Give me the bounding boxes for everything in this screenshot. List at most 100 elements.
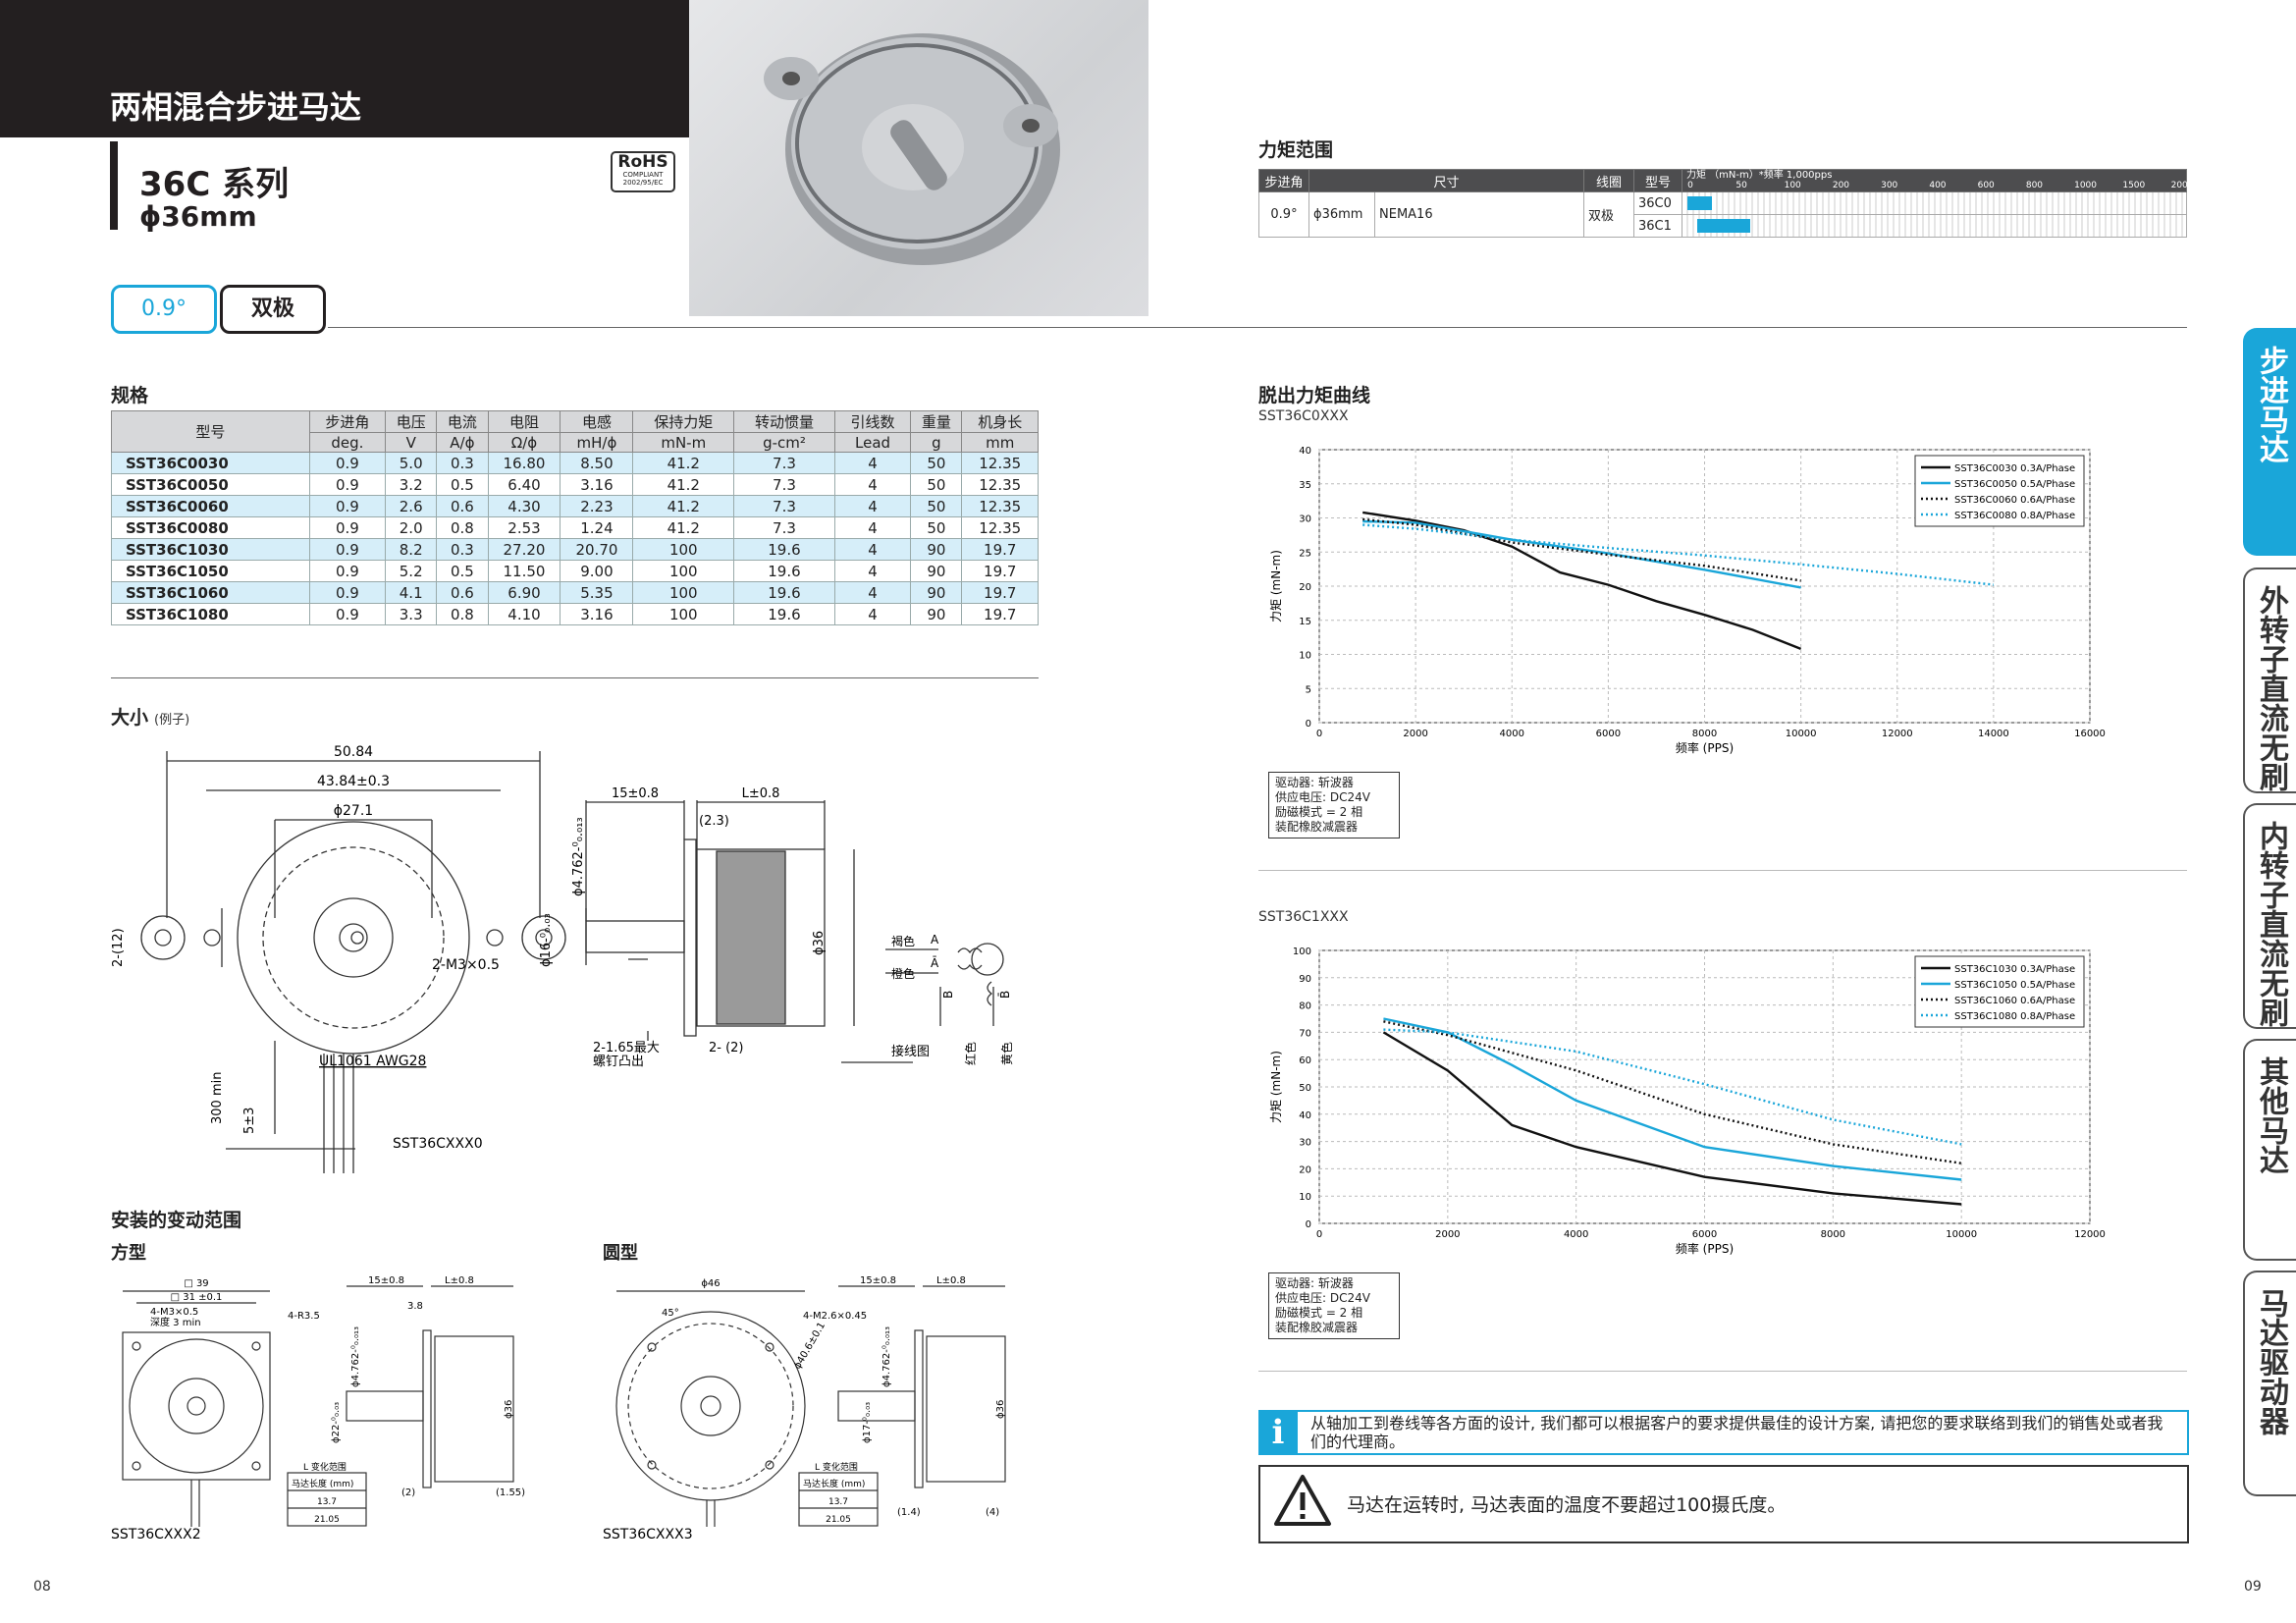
spec-cell: 7.3: [733, 495, 835, 517]
mount-label: L±0.8: [936, 1275, 966, 1286]
spec-cell: 50: [910, 452, 963, 474]
tab-other-motors[interactable]: 其他马达: [2243, 1039, 2296, 1261]
dim-label: 2-M3×0.5: [432, 957, 500, 973]
ltable-title: L 变化范围: [303, 1461, 347, 1473]
tr-bar: [1696, 219, 1751, 233]
header-divider: [328, 327, 2187, 328]
spec-col: 电感: [560, 410, 634, 433]
wiring-label: 接线图: [891, 1044, 930, 1059]
wire-phase: B̄: [998, 991, 1012, 999]
driver-note-1: 驱动器: 斩波器 供应电压: DC24V 励磁模式 = 2 相 装配橡胶减震器: [1268, 772, 1400, 839]
spec-cell: 90: [910, 538, 963, 561]
tr-axis-title: 力矩 （mN-m）*频率 1,000pps: [1685, 170, 1833, 181]
wire-phase: Ā: [931, 956, 939, 970]
tr-coil: 双极: [1582, 191, 1634, 238]
spec-cell: 90: [910, 603, 963, 625]
spec-unit: mm: [961, 432, 1039, 453]
tr-size: ϕ36mm: [1308, 191, 1375, 238]
series-name: 36C 系列: [139, 165, 290, 204]
spec-cell: 6.40: [487, 473, 561, 496]
mount-label: (1.55): [496, 1488, 525, 1498]
x-tick-label: 6000: [1692, 1229, 1717, 1240]
warning-text: 马达在运转时, 马达表面的温度不要超过100摄氏度。: [1347, 1494, 1787, 1516]
spec-cell: 4: [833, 495, 912, 517]
spec-cell: 100: [632, 581, 735, 604]
tr-step: 0.9°: [1258, 191, 1309, 238]
ltable-val: 13.7: [317, 1497, 337, 1507]
spec-cell: 3.16: [560, 603, 634, 625]
x-tick-label: 6000: [1596, 729, 1621, 739]
tr-tick: 1000: [2074, 181, 2098, 190]
spec-cell: 8.50: [560, 452, 634, 474]
tr-tick: 800: [2025, 181, 2044, 190]
spec-model: SST36C1050: [111, 560, 310, 582]
ltable-val: 21.05: [826, 1515, 851, 1525]
spec-cell: 100: [632, 603, 735, 625]
y-tick-label: 20: [1299, 582, 1311, 593]
spec-cell: 19.6: [733, 603, 835, 625]
tab-motor-drivers[interactable]: 马达驱动器: [2243, 1271, 2296, 1496]
spec-cell: 19.7: [961, 603, 1039, 625]
info-note-text: 从轴加工到卷线等各方面的设计, 我们都可以根据客户的要求提供最佳的设计方案, 请…: [1310, 1414, 2163, 1451]
tr-tick: 2000: [2170, 181, 2194, 190]
tab-inner-rotor-bldc[interactable]: 内转子直流无刷: [2243, 803, 2296, 1029]
spec-cell: 0.9: [308, 473, 387, 496]
mount-label: ϕ22-⁰₀.₀₃: [331, 1402, 342, 1443]
spec-cell: 19.6: [733, 581, 835, 604]
spec-cell: 12.35: [961, 473, 1039, 496]
spec-cell: 19.6: [733, 538, 835, 561]
tr-tick: 100: [1784, 181, 1801, 190]
tr-tick: 200: [1832, 181, 1850, 190]
y-tick-label: 80: [1299, 1001, 1311, 1012]
mount-square-title: 方型: [111, 1243, 146, 1264]
dim-label: 2-(12): [111, 928, 126, 967]
divider: [111, 677, 1039, 678]
tr-model: 36C0: [1632, 191, 1682, 215]
series-line: [1362, 517, 1801, 582]
tab-label: 其他马达: [2254, 1056, 2288, 1174]
spec-cell: 11.50: [487, 560, 561, 582]
ltable-title: L 变化范围: [815, 1461, 858, 1473]
y-tick-label: 30: [1299, 514, 1311, 525]
rohs-text: RoHS: [617, 152, 668, 172]
spec-col: 保持力矩: [632, 410, 735, 433]
y-tick-label: 50: [1299, 1083, 1311, 1094]
spec-cell: 0.6: [436, 581, 489, 604]
spec-cell: 27.20: [487, 538, 561, 561]
mount-label: 15±0.8: [368, 1275, 404, 1286]
tr-bar: [1687, 196, 1712, 210]
tab-label: 内转子直流无刷: [2254, 821, 2288, 1027]
spec-cell: 19.6: [733, 560, 835, 582]
spec-cell: 41.2: [632, 473, 735, 496]
ltable-head: 马达长度 (mm): [803, 1478, 865, 1489]
motor-illustration: [764, 33, 1060, 265]
tab-outer-rotor-bldc[interactable]: 外转子直流无刷: [2243, 568, 2296, 793]
mount-section-title: 安装的变动范围: [111, 1210, 242, 1231]
spec-header-row: 型号 步进角 电压 电流 电阻 电感 保持力矩 转动惯量 引线数 重量 机身长: [111, 410, 1039, 453]
spec-model: SST36C1060: [111, 581, 310, 604]
spec-cell: 0.9: [308, 603, 387, 625]
chart2-title: SST36C1XXX: [1258, 909, 1349, 925]
spec-cell: 4: [833, 473, 912, 496]
spec-col: 转动惯量: [733, 410, 835, 433]
mount-label: ϕ4.762-⁰₀.₀₁₃: [881, 1326, 892, 1387]
spec-model: SST36C0050: [111, 473, 310, 496]
ltable-val: 13.7: [828, 1497, 848, 1507]
spec-cell: 0.8: [436, 603, 489, 625]
series-line: [1362, 519, 1801, 589]
spec-cell: 0.9: [308, 452, 387, 474]
ltable-val: 21.05: [314, 1515, 340, 1525]
dim-label: ϕ4.762-⁰₀.₀₁₃: [571, 817, 586, 896]
page-number-left: 08: [33, 1579, 51, 1595]
y-axis-label: 力矩 (mN-m): [1269, 1051, 1283, 1123]
spec-cell: 90: [910, 581, 963, 604]
tab-stepper-motor[interactable]: 步进马达: [2243, 328, 2296, 556]
dims-model: SST36CXXX0: [393, 1136, 483, 1152]
tr-col: 步进角: [1258, 169, 1309, 192]
legend-entry: SST36C0060 0.6A/Phase: [1954, 495, 2075, 506]
spec-unit: V: [385, 432, 438, 453]
